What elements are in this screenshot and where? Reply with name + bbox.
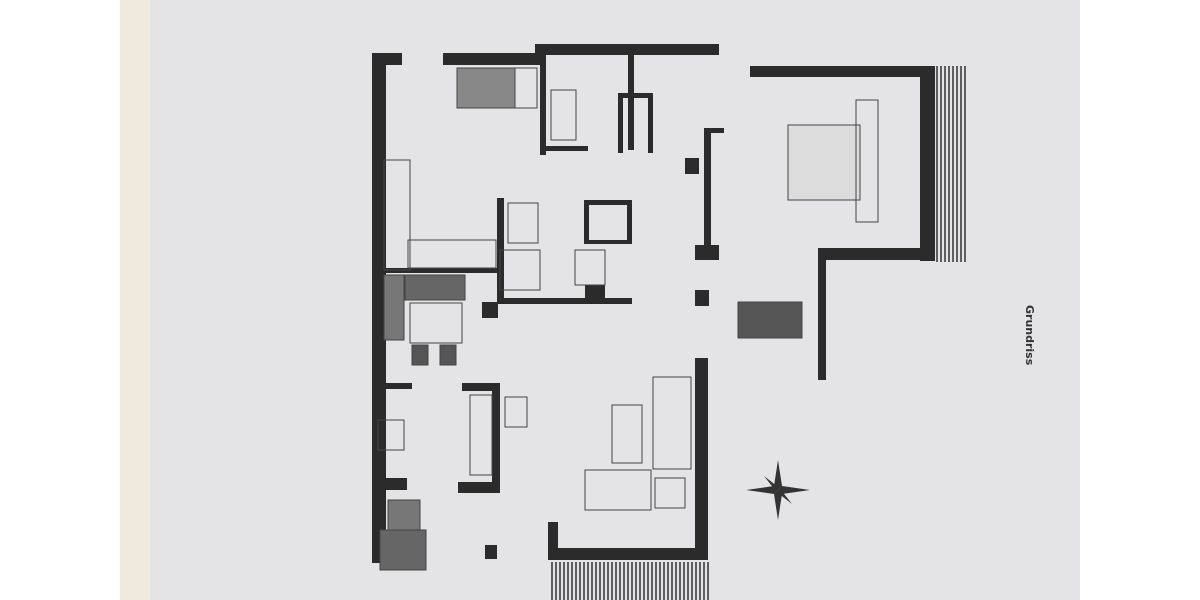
terrace-hatching bbox=[551, 66, 966, 600]
compass-rose-icon bbox=[746, 460, 810, 520]
walls bbox=[372, 44, 935, 563]
furniture bbox=[377, 67, 879, 571]
plan-title: Grundriss bbox=[1023, 305, 1036, 366]
